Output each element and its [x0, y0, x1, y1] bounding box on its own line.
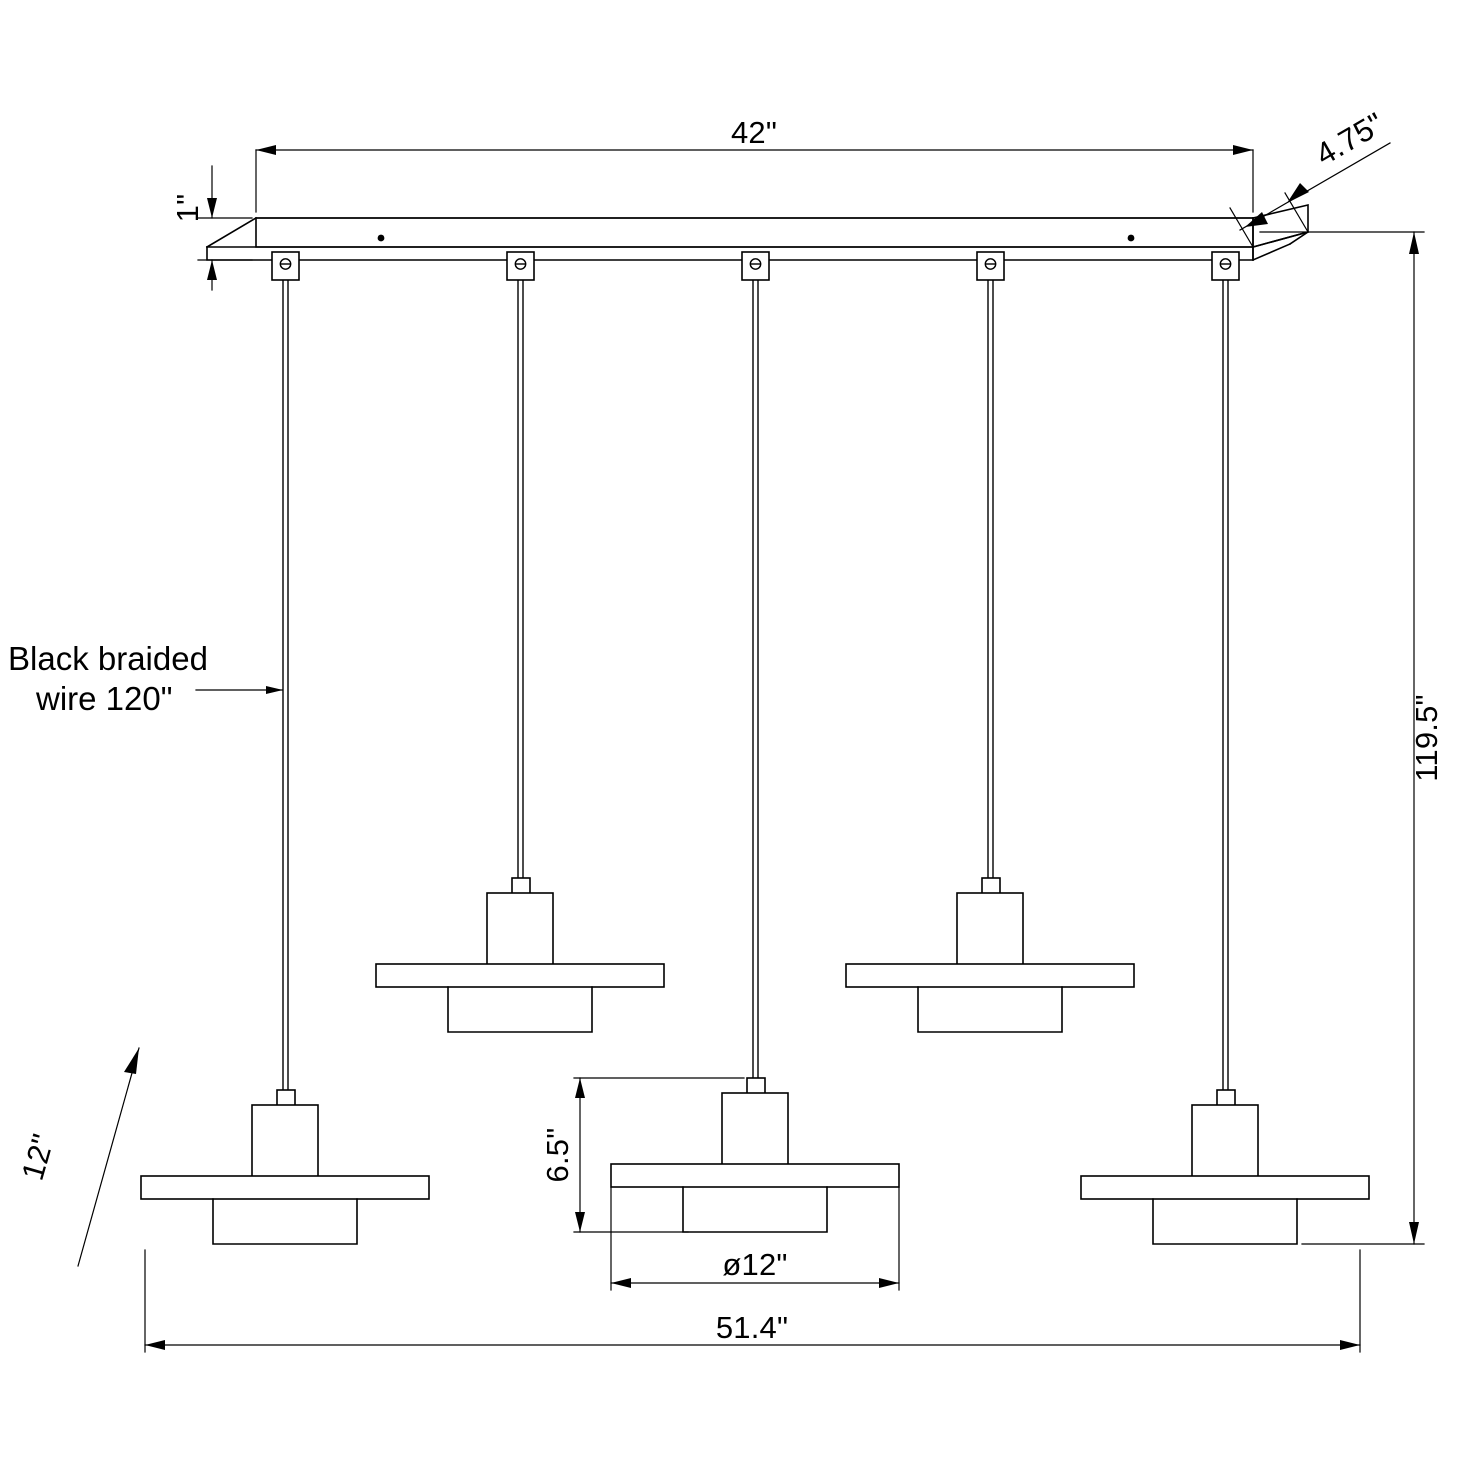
- dim-line-depth-12: [77, 1047, 140, 1267]
- arrowhead-1in-bottom: [207, 260, 217, 280]
- mount-screw-icon: [514, 258, 527, 270]
- canopy-endcap-edge-3: [1290, 232, 1308, 244]
- dim-label-shade-diameter: ø12": [722, 1247, 787, 1282]
- dimension-overall-height: 119.5": [1259, 231, 1444, 1245]
- arrowhead-42-right: [1233, 145, 1253, 155]
- canopy-endcap-edge-1: [1253, 232, 1308, 247]
- wire-note-line-1: Black braided: [8, 640, 208, 677]
- pendant-drop-2: [506, 251, 535, 884]
- ext-line-475-inner: [1229, 207, 1254, 248]
- pendant-fixture-5: [1080, 1089, 1370, 1244]
- mount-screw-icon: [984, 258, 997, 270]
- arrowhead-d12-left: [611, 1278, 631, 1288]
- dim-label-overall-width: 51.4": [716, 1310, 788, 1345]
- dimension-canopy-length: 42": [255, 115, 1254, 213]
- arrowhead-1195-top: [1409, 232, 1419, 254]
- mount-block-3: [741, 251, 770, 281]
- pendant-fixture-1: [140, 1089, 430, 1244]
- dimension-depth-callout: 12": [15, 1047, 140, 1267]
- arrowhead-wire-note: [266, 686, 283, 694]
- dim-label-shade-height: 6.5": [540, 1128, 575, 1183]
- arrowhead-475-lower: [1245, 212, 1268, 227]
- dim-line-475: [1239, 142, 1391, 231]
- pendant-2-socket-box: [486, 892, 554, 974]
- mount-screw-icon: [1219, 258, 1232, 270]
- mount-block-4: [976, 251, 1005, 281]
- pendant-fixture-4: [845, 877, 1135, 1032]
- pendant-3-shade-body: [683, 1187, 827, 1232]
- arrowhead-42-left: [256, 145, 276, 155]
- arrowhead-d12-right: [879, 1278, 899, 1288]
- dimension-shade-diameter: ø12": [610, 1187, 900, 1291]
- pendant-4-socket-box: [956, 892, 1024, 974]
- dimension-overall-width: 51.4": [144, 1249, 1361, 1353]
- canopy-screw-dots: [377, 234, 1135, 242]
- arrowhead-514-left: [145, 1340, 165, 1350]
- pendant-1-shade-body: [213, 1199, 357, 1244]
- canopy-left-chamfer: [207, 218, 256, 247]
- pendant-3-disc-plate: [610, 1163, 900, 1188]
- mount-block-1: [271, 251, 300, 281]
- pendant-drop-5: [1211, 251, 1240, 1095]
- canopy-lower-body: [207, 247, 1253, 260]
- dim-label-canopy-depth: 4.75": [1310, 106, 1390, 172]
- pendant-drop-4: [976, 251, 1005, 884]
- pendant-5-socket-box: [1191, 1104, 1259, 1186]
- pendant-2-shade-body: [448, 987, 592, 1032]
- arrowhead-depth-12: [124, 1048, 139, 1074]
- dim-label-canopy-length: 42": [731, 115, 777, 150]
- arrowhead-1195-bottom: [1409, 1222, 1419, 1244]
- arrowhead-475-upper: [1287, 183, 1309, 203]
- pendant-4-disc-plate: [845, 963, 1135, 988]
- screw-dot-icon: [377, 234, 385, 242]
- mount-screw-icon: [279, 258, 292, 270]
- mount-block-5: [1211, 251, 1240, 281]
- arrowhead-1in-top: [207, 198, 217, 218]
- arrowhead-65-bottom: [575, 1212, 585, 1232]
- pendant-1-socket-box: [251, 1104, 319, 1186]
- mount-block-2: [506, 251, 535, 281]
- screw-dot-icon: [1127, 234, 1135, 242]
- dim-label-canopy-thickness: 1": [170, 194, 205, 223]
- pendant-drop-3: [741, 251, 770, 1083]
- arrowhead-514-right: [1340, 1340, 1360, 1350]
- pendant-1-disc-plate: [140, 1175, 430, 1200]
- pendant-drop-1: [271, 251, 300, 1095]
- dim-label-overall-height: 119.5": [1409, 694, 1444, 781]
- pendant-2-disc-plate: [375, 963, 665, 988]
- dimension-shade-height: 6.5": [540, 1077, 745, 1233]
- canopy-front-face: [256, 218, 1253, 247]
- annotation-braided-wire: Black braided wire 120": [8, 640, 283, 717]
- dimension-canopy-thickness: 1": [170, 165, 253, 291]
- canopy-right-endcap-top: [1253, 205, 1308, 247]
- ext-line-475-outer: [1284, 192, 1309, 233]
- pendant-3-socket-box: [721, 1092, 789, 1174]
- canopy-endcap-edge-2: [1253, 244, 1290, 260]
- mount-screw-icon: [749, 258, 762, 270]
- pendant-fixture-2: [375, 877, 665, 1032]
- pendant-4-shade-body: [918, 987, 1062, 1032]
- pendant-drop-assemblies: [271, 251, 1240, 1095]
- pendant-5-disc-plate: [1080, 1175, 1370, 1200]
- dimension-canopy-depth: 4.75": [1229, 106, 1391, 248]
- pendant-5-shade-body: [1153, 1199, 1297, 1244]
- arrowhead-65-top: [575, 1078, 585, 1098]
- wire-note-line-2: wire 120": [35, 680, 172, 717]
- pendant-fixture-3: [610, 1077, 900, 1232]
- dim-label-depth-callout: 12": [15, 1130, 61, 1184]
